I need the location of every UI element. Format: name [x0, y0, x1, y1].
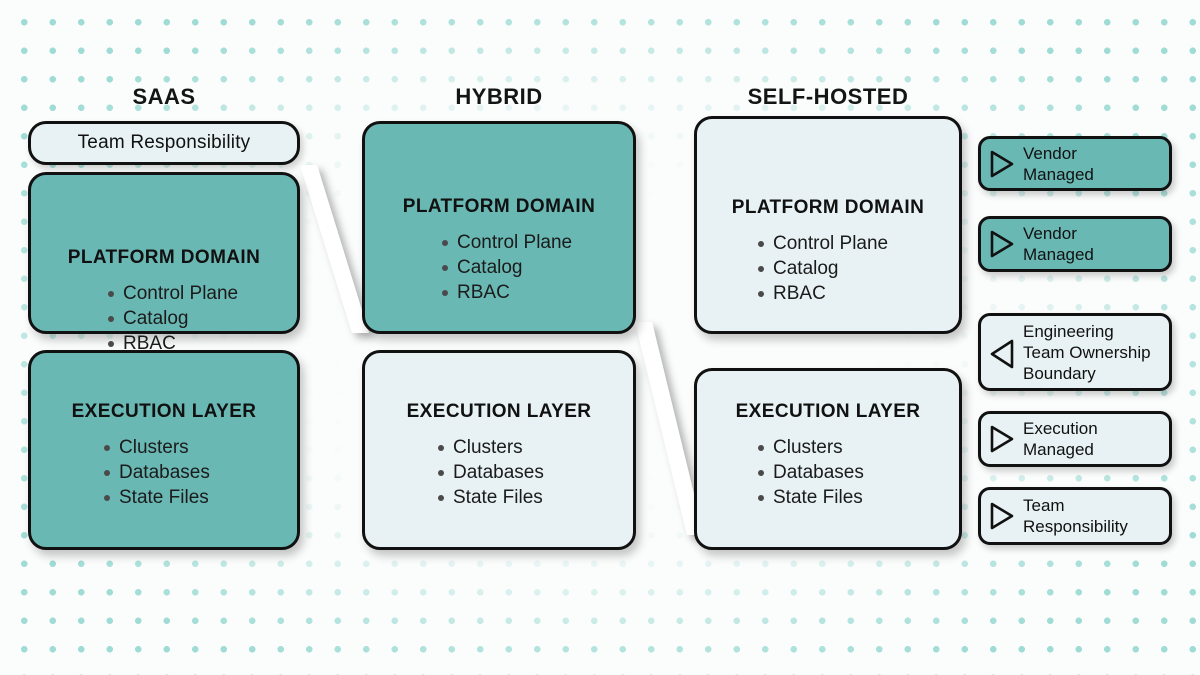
legend-label: Execution Managed: [1023, 419, 1098, 459]
triangle-right-icon: [989, 424, 1015, 454]
box-saas-platform-domain[interactable]: PLATFORM DOMAIN Control Plane Catalog RB…: [28, 172, 300, 354]
legend-item-engineering-team-ownership-boundary[interactable]: Engineering Team Ownership Boundary: [978, 313, 1172, 391]
column-header-self-hosted: SELF-HOSTED: [747, 84, 909, 109]
box-title: EXECUTION LAYER: [406, 401, 592, 422]
box-title: EXECUTION LAYER: [71, 401, 257, 422]
box-hybrid-execution-layer[interactable]: EXECUTION LAYER Clusters Databases State…: [362, 350, 636, 550]
column-header-saas: SAAS: [132, 84, 196, 109]
list-item: Control Plane: [757, 231, 959, 256]
box-item-list: Clusters Databases State Files: [31, 435, 297, 510]
box-selfhosted-platform-domain[interactable]: PLATFORM DOMAIN Control Plane Catalog RB…: [694, 116, 962, 334]
legend-label: Vendor Managed: [1023, 224, 1094, 264]
box-title: PLATFORM DOMAIN: [67, 247, 261, 268]
list-item: Clusters: [437, 435, 633, 460]
list-item: RBAC: [441, 280, 633, 305]
box-item-list: Control Plane Catalog RBAC: [31, 281, 297, 356]
legend-item-team-responsibility[interactable]: Team Responsibility: [978, 487, 1172, 545]
list-item: State Files: [437, 485, 633, 510]
list-item: Catalog: [107, 306, 297, 331]
box-title: PLATFORM DOMAIN: [731, 197, 925, 218]
list-item: RBAC: [107, 331, 297, 356]
box-item-list: Clusters Databases State Files: [697, 435, 959, 510]
connector-saas-to-hybrid: [300, 165, 369, 333]
list-item: Control Plane: [107, 281, 297, 306]
triangle-right-icon: [989, 501, 1015, 531]
legend-item-vendor-managed-platform[interactable]: Vendor Managed: [978, 136, 1172, 191]
list-item: Clusters: [757, 435, 959, 460]
list-item: Clusters: [103, 435, 297, 460]
triangle-left-icon: [989, 337, 1015, 369]
box-item-list: Control Plane Catalog RBAC: [365, 230, 633, 305]
list-item: State Files: [103, 485, 297, 510]
legend-label: Engineering Team Ownership Boundary: [1023, 321, 1151, 383]
box-item-list: Clusters Databases State Files: [365, 435, 633, 510]
list-item: Databases: [103, 460, 297, 485]
list-item: Databases: [437, 460, 633, 485]
legend-item-vendor-managed-execution[interactable]: Vendor Managed: [978, 216, 1172, 272]
triangle-right-icon: [989, 229, 1015, 259]
legend-label: Vendor Managed: [1023, 143, 1094, 184]
box-selfhosted-execution-layer[interactable]: EXECUTION LAYER Clusters Databases State…: [694, 368, 962, 550]
box-item-list: Control Plane Catalog RBAC: [697, 231, 959, 306]
box-saas-execution-layer[interactable]: EXECUTION LAYER Clusters Databases State…: [28, 350, 300, 550]
list-item: Catalog: [757, 256, 959, 281]
list-item: State Files: [757, 485, 959, 510]
triangle-right-icon: [989, 149, 1015, 179]
box-title: EXECUTION LAYER: [735, 401, 921, 422]
list-item: Databases: [757, 460, 959, 485]
box-hybrid-platform-domain[interactable]: PLATFORM DOMAIN Control Plane Catalog RB…: [362, 121, 636, 334]
box-title: PLATFORM DOMAIN: [402, 196, 596, 217]
column-header-hybrid: HYBRID: [455, 84, 543, 109]
list-item: Catalog: [441, 255, 633, 280]
list-item: RBAC: [757, 281, 959, 306]
legend-label: Team Responsibility: [1023, 496, 1128, 536]
tab-label: Team Responsibility: [77, 132, 251, 153]
legend-item-execution-managed[interactable]: Execution Managed: [978, 411, 1172, 467]
tab-team-responsibility: Team Responsibility: [28, 121, 300, 165]
list-item: Control Plane: [441, 230, 633, 255]
